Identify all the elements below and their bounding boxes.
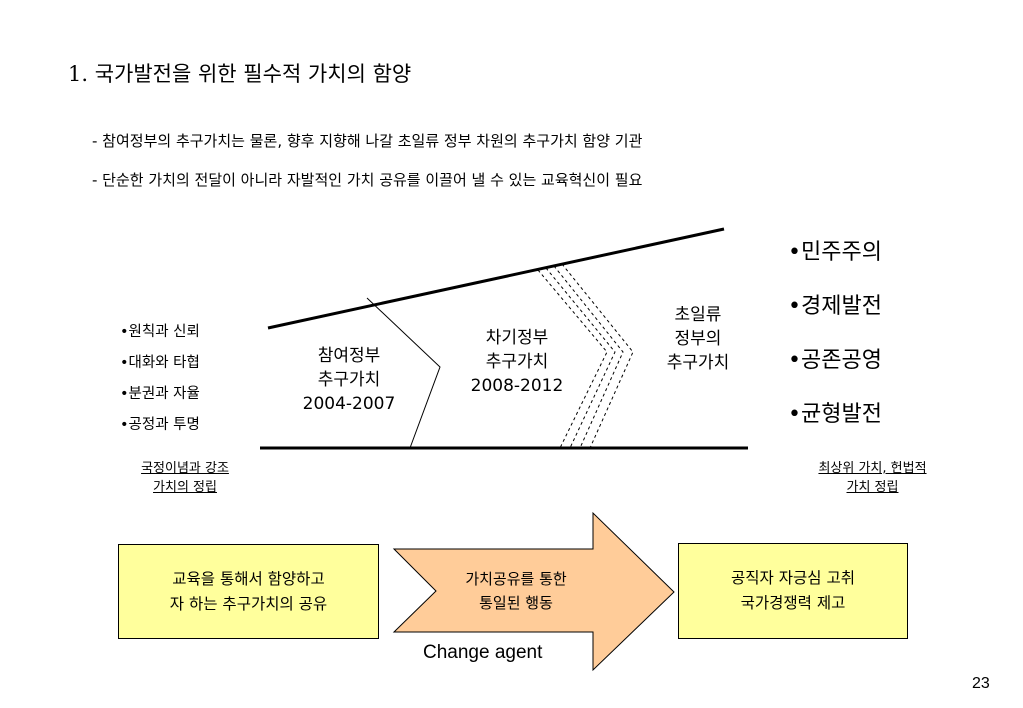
left-caption-line: 국정이념과 강조 [141, 461, 229, 476]
left-values-list: •원칙과 신뢰 •대화와 타협 •분권과 자율 •공정과 투명 [120, 317, 200, 441]
arrow-label: 가치공유를 통한 통일된 행동 [436, 567, 596, 615]
arrow-label-line: 가치공유를 통한 [465, 570, 567, 588]
bullet-text-1: - 참여정부의 추구가치는 물론, 향후 지향해 나갈 초일류 정부 차원의 추… [92, 132, 643, 150]
right-value-item: •공존공영 [788, 348, 882, 373]
right-value-item: •균형발전 [788, 402, 882, 427]
left-value-item: •원칙과 신뢰 [120, 324, 200, 340]
stage-next-line: 2008-2012 [470, 376, 564, 396]
stage-future-label: 초일류 정부의 추구가치 [638, 303, 758, 375]
left-value-item: •분권과 자율 [120, 386, 200, 402]
page-number: 23 [972, 675, 990, 692]
arrow-label-line: 통일된 행동 [479, 594, 553, 612]
stage-divider-1 [366, 297, 441, 449]
stage-next-line: 추구가치 [485, 352, 549, 372]
stage-current-label: 참여정부 추구가치 2004-2007 [279, 344, 419, 416]
stage-divider-dashed-2 [545, 267, 616, 449]
education-sharing-line: 자 하는 추구가치의 공유 [169, 594, 328, 613]
left-value-item: •대화와 타협 [120, 355, 200, 371]
outcome-box: 공직자 자긍심 고취 국가경쟁력 제고 [678, 543, 908, 639]
outcome-line: 국가경쟁력 제고 [740, 594, 846, 612]
right-values-list: •민주주의 •경제발전 •공존공영 •균형발전 [788, 226, 882, 442]
stage-future-line: 정부의 [674, 329, 722, 349]
right-value-item: •민주주의 [788, 240, 882, 265]
right-caption-line: 최상위 가치, 헌법적 [818, 461, 927, 476]
stage-future-line: 추구가치 [666, 353, 730, 373]
outcome-line: 공직자 자긍심 고취 [731, 569, 855, 587]
left-caption: 국정이념과 강조 가치의 정립 [110, 459, 260, 497]
stage-divider-dashed-3 [553, 265, 624, 449]
bullet-text-2: - 단순한 가치의 전달이 아니라 자발적인 가치 공유를 이끌어 낼 수 있는… [92, 171, 643, 189]
stage-current-line: 추구가치 [317, 370, 381, 390]
upper-boundary-line [267, 227, 725, 330]
stage-future-line: 초일류 [674, 305, 722, 325]
right-value-item: •경제발전 [788, 294, 882, 319]
education-sharing-box: 교육을 통해서 함양하고 자 하는 추구가치의 공유 [118, 544, 379, 639]
stage-next-line: 차기정부 [485, 328, 549, 348]
stage-divider-dashed-4 [561, 263, 634, 449]
change-agent-label: Change agent [423, 642, 543, 663]
change-arrow-shape [392, 511, 675, 672]
stage-next-label: 차기정부 추구가치 2008-2012 [447, 326, 587, 398]
left-caption-line: 가치의 정립 [153, 480, 217, 495]
stage-current-line: 2004-2007 [302, 394, 396, 414]
page-title: 1. 국가발전을 위한 필수적 가치의 함양 [68, 62, 412, 86]
right-caption-line: 가치 정립 [846, 480, 899, 495]
education-sharing-line: 교육을 통해서 함양하고 [172, 569, 325, 588]
left-value-item: •공정과 투명 [120, 417, 200, 433]
stage-current-line: 참여정부 [317, 346, 381, 366]
right-caption: 최상위 가치, 헌법적 가치 정립 [780, 459, 965, 497]
